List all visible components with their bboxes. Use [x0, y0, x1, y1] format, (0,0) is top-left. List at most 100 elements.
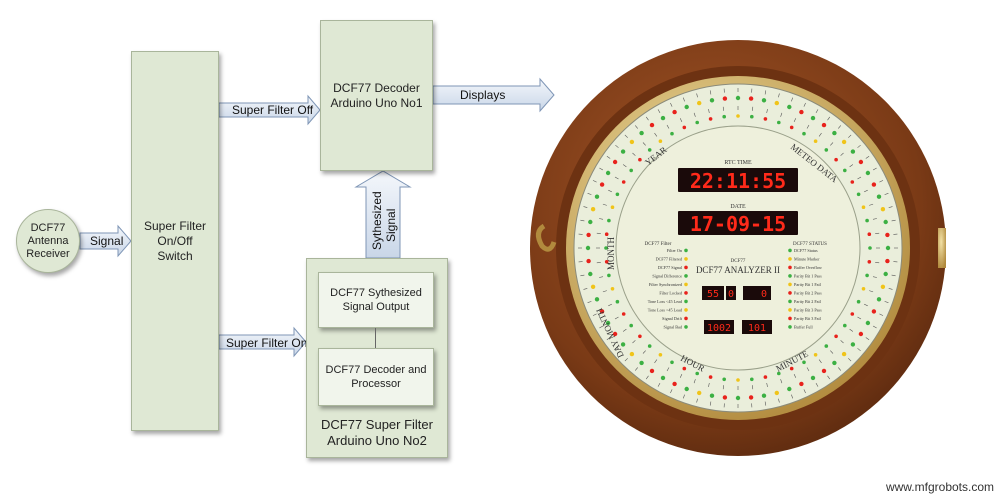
- dial-tick: [615, 144, 619, 148]
- antenna-receiver-node: DCF77 Antenna Receiver: [16, 209, 80, 273]
- status-led: [788, 308, 792, 312]
- status-led: [684, 325, 688, 329]
- dial-led: [871, 309, 877, 314]
- label-signal: Signal: [90, 234, 123, 248]
- dial-led: [810, 115, 816, 121]
- dial-led: [615, 299, 620, 304]
- dial-led: [620, 342, 626, 347]
- dial-tick: [840, 340, 844, 344]
- decoder-arduino-1-node: DCF77 Decoder Arduino Uno No1: [320, 20, 433, 171]
- dial-tick: [614, 176, 619, 180]
- date-value: 17-09-15: [690, 212, 786, 236]
- dial-led: [682, 366, 687, 371]
- dial-led: [639, 130, 644, 136]
- dial-led: [590, 207, 596, 212]
- dial-led: [821, 122, 827, 128]
- dial-led: [885, 258, 890, 264]
- dial-led: [821, 368, 827, 374]
- dial-led: [880, 207, 886, 212]
- dial-led: [605, 170, 611, 176]
- dial-tick: [666, 124, 670, 129]
- dial-led: [865, 218, 869, 223]
- dial-led: [722, 96, 728, 101]
- dial-led: [763, 117, 768, 121]
- dial-tick: [857, 316, 862, 320]
- dial-led: [750, 377, 754, 382]
- dial-led: [722, 395, 728, 400]
- dial-tick: [632, 340, 636, 344]
- dial-tick: [696, 93, 698, 98]
- dial-led: [607, 273, 611, 278]
- dial-tick: [599, 167, 604, 171]
- status-item-label: Signal Difference: [652, 274, 682, 279]
- dial-tick: [580, 274, 585, 277]
- dial-led: [799, 381, 804, 387]
- dial-tick: [583, 288, 588, 290]
- dial-led: [843, 323, 847, 328]
- dial-led: [802, 131, 806, 136]
- dial-tick: [766, 382, 768, 387]
- dial-tick: [780, 379, 783, 384]
- dial-led: [604, 260, 609, 264]
- dial-led: [605, 320, 611, 326]
- dial-led: [615, 192, 620, 197]
- status-item-label: Signal Drift: [662, 316, 683, 321]
- dial-led: [787, 386, 792, 392]
- dial-led: [670, 360, 674, 365]
- date-display: [678, 211, 798, 235]
- dial-led: [824, 148, 829, 152]
- dial-tick: [642, 142, 646, 146]
- bottom-display-left-value: 1002: [707, 323, 731, 334]
- dial-tick: [622, 164, 627, 168]
- dial-led: [810, 375, 816, 381]
- dial-led: [638, 334, 642, 339]
- left-panel-title: DCF77 Filter: [645, 242, 672, 247]
- dial-tick: [879, 180, 884, 183]
- dial-tick: [766, 109, 768, 114]
- status-led: [684, 248, 688, 253]
- dial-tick: [642, 350, 646, 354]
- status-item-label: Filter Locked: [659, 291, 683, 296]
- synth-output-node: DCF77 Sythesized Signal Output: [318, 272, 434, 328]
- label-synth-line2: Signal: [384, 209, 398, 242]
- dial-led: [610, 287, 615, 291]
- dial-led: [697, 390, 702, 396]
- status-item-label: Buffer Overflow: [794, 265, 822, 270]
- dial-led: [876, 297, 882, 302]
- dial-tick: [709, 401, 712, 406]
- dial-led: [588, 271, 593, 277]
- dial-tick: [606, 337, 611, 341]
- dial-led: [883, 219, 888, 225]
- status-item-label: Parity Bit 2 Fail: [794, 299, 822, 304]
- latch-left: [536, 223, 557, 252]
- dial-led: [858, 331, 864, 337]
- dial-tick: [879, 313, 884, 316]
- dial-led: [708, 117, 713, 121]
- dial-led: [789, 366, 794, 371]
- dial-tick: [793, 118, 797, 123]
- dial-led: [697, 100, 702, 106]
- dial-led: [590, 284, 596, 289]
- dial-tick: [827, 375, 831, 380]
- dial-tick: [818, 132, 822, 137]
- dial-tick: [583, 206, 588, 208]
- dial-tick: [872, 325, 877, 329]
- dial-led: [774, 100, 779, 106]
- dial-tick: [815, 382, 819, 387]
- bottom-display-left: [704, 320, 734, 334]
- dial-led: [789, 125, 794, 130]
- dial-led: [588, 219, 593, 225]
- dial-tick: [624, 134, 628, 138]
- status-led: [788, 274, 792, 278]
- dial-led: [594, 194, 600, 199]
- status-led: [788, 291, 792, 295]
- status-item-label: Buffer Full: [794, 325, 813, 330]
- dial-led: [880, 284, 886, 289]
- dial-tick: [865, 155, 870, 159]
- dial-tick: [803, 389, 806, 394]
- arrow-signal: [79, 224, 132, 258]
- dial-tick: [791, 97, 793, 102]
- status-item-label: Parity Bit 1 Fail: [794, 282, 822, 287]
